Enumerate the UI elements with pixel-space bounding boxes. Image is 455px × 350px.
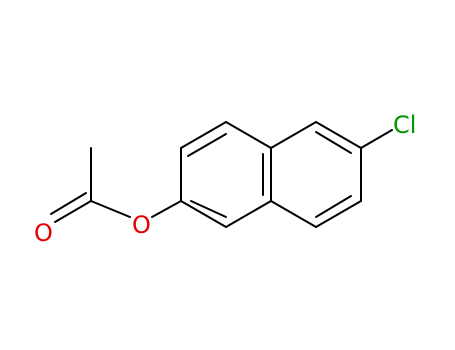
bond-ring-a-top-right xyxy=(225,121,272,149)
bond-ring-b-top-inner xyxy=(315,131,352,154)
bond-ring-b-top-right xyxy=(315,121,362,149)
bond-ring-a-top xyxy=(180,121,227,149)
bond-c-o-double-outer xyxy=(54,200,92,223)
bond-ring-a-top-inner xyxy=(187,133,227,157)
bond-ring-o xyxy=(151,200,182,218)
bond-c-o-double-inner xyxy=(50,192,87,215)
chlorine-label: Cl xyxy=(393,111,416,139)
bond-ring-b-bottom-left xyxy=(270,200,317,228)
bond-ring-b-top-left xyxy=(270,121,317,149)
bond-c-cl xyxy=(360,129,393,149)
bond-ring-b-bottom-inner xyxy=(315,195,352,218)
carbonyl-oxygen-label: O xyxy=(34,219,53,247)
bond-o-carbonyl-c xyxy=(90,200,131,218)
bond-ring-a-left-lower xyxy=(180,200,227,228)
bond-ring-b-bottom-right xyxy=(315,200,362,228)
bond-ring-a-bottom-right xyxy=(225,200,272,228)
bond-ring-a-lower-inner xyxy=(190,200,227,218)
ester-oxygen-label: O xyxy=(132,211,151,239)
